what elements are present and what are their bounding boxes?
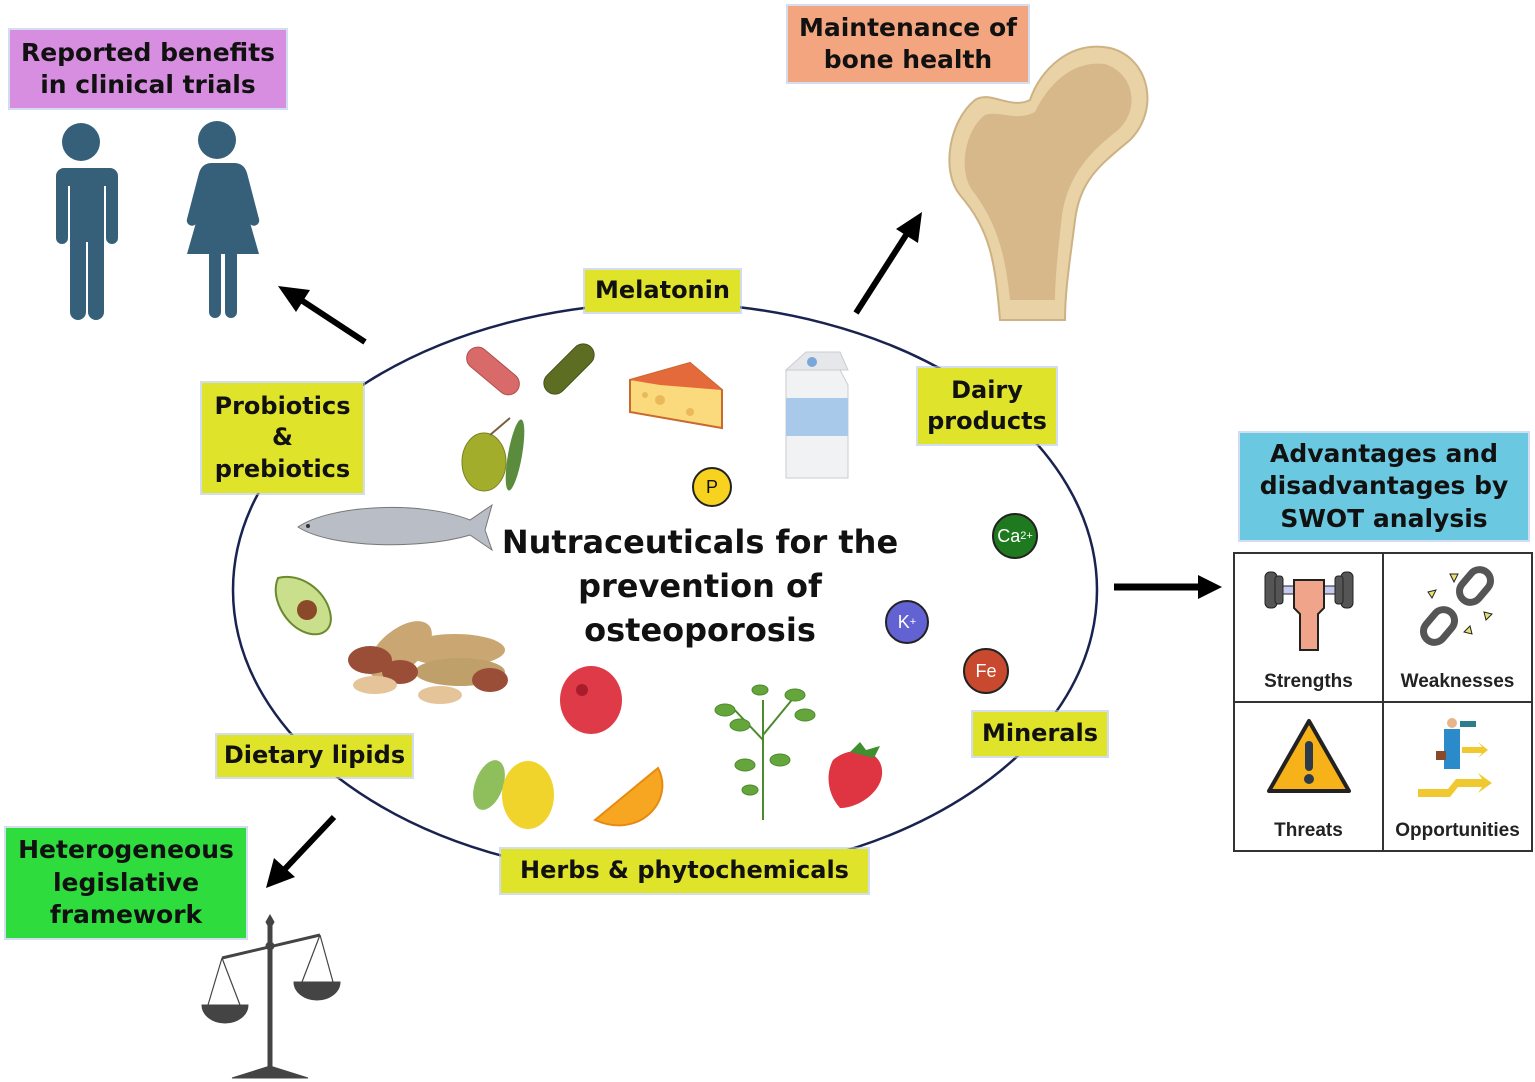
man-icon bbox=[52, 123, 118, 320]
green-capsule-icon bbox=[543, 343, 595, 395]
strawberry-icon bbox=[828, 742, 883, 808]
lemon-icon bbox=[473, 760, 554, 829]
olive-icon bbox=[461, 417, 525, 492]
dumbbell-arm-icon bbox=[1264, 571, 1353, 651]
tag-probiotics-prebiotics: Probiotics & prebiotics bbox=[202, 383, 363, 493]
tag-minerals: Minerals bbox=[973, 712, 1107, 756]
tag-legislative-framework: Heterogeneous legislative framework bbox=[6, 828, 246, 938]
potassium-label: K bbox=[897, 611, 910, 632]
phosphorus-ion: P bbox=[692, 467, 732, 507]
tag-minerals-label: Minerals bbox=[981, 719, 1098, 748]
swot-grid: Strengths Weaknesses Threats Opport bbox=[1233, 552, 1533, 852]
tag-swot-line3: SWOT analysis bbox=[1280, 503, 1488, 533]
central-title: Nutraceuticals for the prevention of ost… bbox=[490, 520, 910, 652]
calcium-charge: 2+ bbox=[1020, 530, 1033, 542]
arrow-to-legal bbox=[266, 814, 337, 888]
tag-reported-benefits: Reported benefits in clinical trials bbox=[10, 30, 286, 108]
tag-dietary-lipids-label: Dietary lipids bbox=[223, 741, 406, 770]
calcium-label: Ca bbox=[997, 525, 1021, 546]
central-title-line2: prevention of bbox=[578, 567, 822, 605]
swot-cell-weaknesses: Weaknesses bbox=[1383, 553, 1532, 702]
central-title-line1: Nutraceuticals for the bbox=[501, 523, 899, 561]
tag-melatonin-label: Melatonin bbox=[595, 276, 730, 305]
tag-clinical-line1: Reported benefits bbox=[20, 37, 276, 67]
tag-dairy-line1: Dairy bbox=[951, 375, 1023, 404]
avocado-icon bbox=[274, 575, 332, 636]
potassium-charge: + bbox=[909, 616, 917, 628]
tag-swot-line1: Advantages and bbox=[1269, 438, 1499, 468]
femur-bone-icon bbox=[948, 45, 1149, 321]
swot-cell-strengths: Strengths bbox=[1234, 553, 1383, 702]
businessman-telescope-icon bbox=[1417, 718, 1492, 797]
raspberry-icon bbox=[560, 666, 622, 734]
swot-cell-opportunities: Opportunities bbox=[1383, 702, 1532, 851]
swot-threats-label: Threats bbox=[1274, 820, 1343, 841]
tag-probiotics-line1: Probiotics bbox=[214, 392, 351, 421]
tag-legal-line3: framework bbox=[49, 900, 203, 930]
milk-carton-icon bbox=[784, 351, 849, 479]
tag-bone-line1: Maintenance of bbox=[798, 12, 1018, 42]
fish-icon bbox=[297, 503, 493, 552]
red-capsule-icon bbox=[466, 346, 520, 396]
swot-weaknesses-label: Weaknesses bbox=[1400, 671, 1515, 692]
arrow-to-swot bbox=[1114, 575, 1222, 599]
tag-legal-line1: Heterogeneous bbox=[18, 835, 234, 865]
potassium-ion: K+ bbox=[885, 600, 929, 644]
swot-opportunities-label: Opportunities bbox=[1395, 820, 1520, 841]
tag-herbs-phytochemicals: Herbs & phytochemicals bbox=[501, 849, 868, 893]
broken-chain-icon bbox=[1419, 566, 1494, 646]
phosphorus-label: P bbox=[705, 476, 718, 497]
tag-melatonin: Melatonin bbox=[585, 270, 740, 312]
scale-of-justice-icon bbox=[201, 913, 341, 1079]
warning-triangle-icon bbox=[1266, 719, 1351, 793]
tag-dairy-products: Dairy products bbox=[918, 368, 1056, 444]
peanuts-icon bbox=[348, 621, 508, 704]
swot-cell-threats: Threats bbox=[1234, 702, 1383, 851]
tag-dairy-line2: products bbox=[927, 407, 1047, 435]
herb-plant-icon bbox=[714, 684, 816, 820]
iron-label: Fe bbox=[975, 660, 997, 681]
arrow-to-clinical bbox=[278, 286, 367, 345]
tag-clinical-line2: in clinical trials bbox=[40, 70, 256, 99]
orange-slice-icon bbox=[593, 766, 664, 827]
tag-swot-analysis: Advantages and disadvantages by SWOT ana… bbox=[1240, 433, 1528, 540]
iron-ion: Fe bbox=[963, 648, 1009, 694]
tag-probiotics-line2: & bbox=[272, 423, 293, 452]
tag-legal-line2: legislative bbox=[52, 867, 200, 897]
swot-strengths-label: Strengths bbox=[1264, 671, 1353, 692]
tag-swot-line2: disadvantages by bbox=[1259, 471, 1509, 501]
tag-bone-line2: bone health bbox=[823, 45, 993, 74]
tag-herbs-label: Herbs & phytochemicals bbox=[520, 856, 849, 885]
cheese-icon bbox=[629, 361, 723, 430]
central-title-line3: osteoporosis bbox=[584, 611, 816, 649]
tag-probiotics-line3: prebiotics bbox=[214, 454, 351, 483]
tag-dietary-lipids: Dietary lipids bbox=[217, 735, 412, 777]
tag-bone-health: Maintenance of bone health bbox=[788, 6, 1028, 82]
arrow-to-bone bbox=[853, 212, 922, 315]
woman-icon bbox=[186, 121, 260, 318]
